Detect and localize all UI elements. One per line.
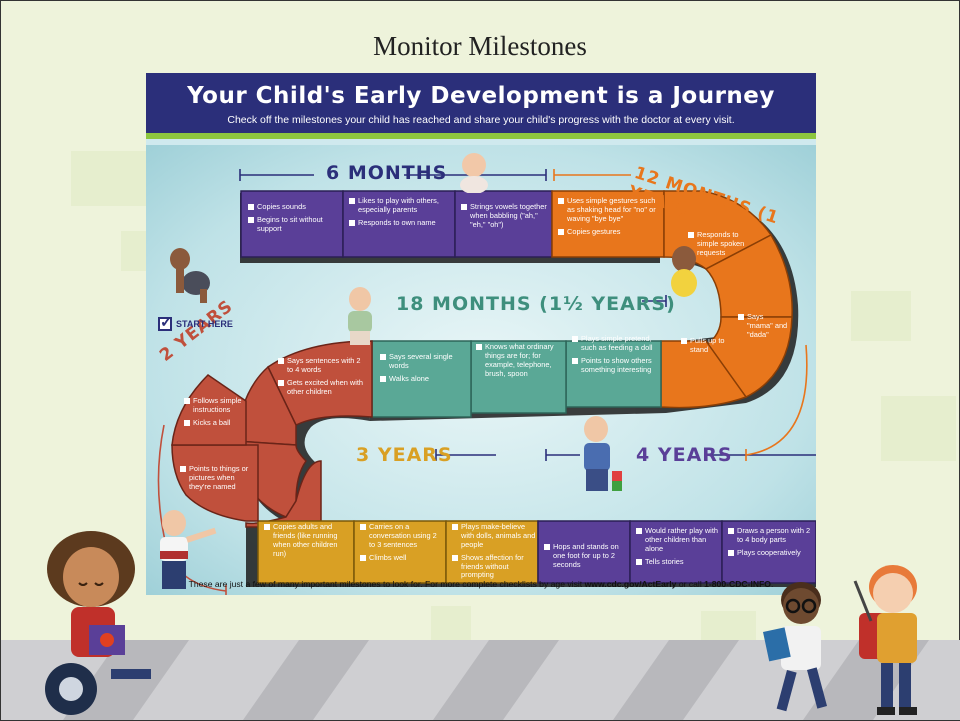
milestone-checkbox[interactable] — [461, 204, 467, 210]
milestone-checkbox[interactable] — [360, 524, 366, 530]
tile-4y-b: Would rather play with other children th… — [636, 526, 718, 571]
tile-12m-a: Uses simple gestures such as shaking hea… — [558, 196, 660, 241]
milestone-checkbox[interactable] — [248, 216, 254, 223]
cdc-phone: 1-800-CDC-INFO — [704, 579, 771, 589]
milestone-checkbox[interactable] — [572, 357, 578, 364]
tile-18m-c: Says several single words Walks alone — [380, 352, 462, 388]
cdc-link[interactable]: www.cdc.gov/ActEarly — [584, 579, 677, 589]
journey-track — [157, 169, 816, 595]
milestone-checkbox[interactable] — [728, 528, 734, 534]
poster-title: Your Child's Early Development is a Jour… — [187, 83, 775, 109]
track-3-years — [257, 520, 539, 584]
milestone-checkbox[interactable] — [728, 549, 734, 556]
checkbox-icon — [158, 313, 173, 331]
milestone-checkbox[interactable] — [180, 466, 186, 472]
poster-subtitle: Check off the milestones your child has … — [227, 114, 735, 126]
milestone-checkbox[interactable] — [558, 228, 564, 235]
tile-12m-d: Pulls up to stand — [681, 336, 733, 359]
milestone-checkbox[interactable] — [681, 338, 687, 344]
poster-footnote: These are just a few of many important m… — [188, 579, 774, 589]
slide-title: Monitor Milestones — [373, 31, 587, 61]
tile-12m-c: Says "mama" and "dada" — [738, 312, 790, 344]
milestone-checkbox[interactable] — [380, 375, 386, 382]
milestone-checkbox[interactable] — [248, 204, 254, 210]
tile-18m-a: Plays simple pretend, such as feeding a … — [572, 334, 658, 379]
track-18-months — [371, 340, 662, 418]
tile-12m-b: Responds to simple spoken requests — [688, 230, 750, 262]
age-label-6-months: 6 MONTHS — [326, 162, 448, 184]
track-6-months — [240, 190, 553, 258]
milestone-checkbox[interactable] — [184, 398, 190, 404]
boy-backpack-icon — [853, 565, 917, 715]
child-2-years-icon — [160, 510, 217, 589]
track-4-years — [537, 520, 816, 584]
milestone-checkbox[interactable] — [264, 524, 270, 530]
age-label-18-months: 18 MONTHS (1½ YEARS) — [396, 293, 676, 315]
milestone-checkbox[interactable] — [452, 554, 458, 561]
tile-6m-b: Likes to play with others, especially pa… — [349, 196, 449, 232]
journey-board: 6 MONTHS 12 MONTHS (1 YEAR) 18 MONTHS (1… — [146, 145, 816, 595]
tile-3y-c: Plays make-believe with dolls, animals a… — [452, 522, 536, 584]
start-here: START HERE — [158, 313, 233, 331]
girl-wheelchair-icon — [45, 531, 151, 715]
child-4-years-icon — [584, 416, 622, 491]
milestone-checkbox[interactable] — [452, 524, 458, 530]
start-here-label: START HERE — [176, 319, 233, 329]
milestone-checkbox[interactable] — [544, 544, 550, 550]
poster-header: Your Child's Early Development is a Jour… — [146, 73, 816, 139]
milestone-checkbox[interactable] — [476, 344, 482, 350]
age-label-4-years: 4 YEARS — [636, 444, 733, 466]
milestone-checkbox[interactable] — [360, 554, 366, 561]
tile-2y-a: Says sentences with 2 to 4 words Gets ex… — [278, 356, 366, 401]
milestone-checkbox[interactable] — [636, 558, 642, 565]
baby-crawling-icon — [170, 248, 210, 303]
tile-4y-a: Hops and stands on one foot for up to 2 … — [544, 542, 626, 574]
milestone-checkbox[interactable] — [278, 358, 284, 364]
tile-18m-b: Knows what ordinary things are for; for … — [476, 342, 562, 383]
age-label-3-years: 3 YEARS — [356, 444, 453, 466]
milestone-checkbox[interactable] — [349, 198, 355, 204]
tile-3y-a: Copies adults and friends (like running … — [264, 522, 350, 563]
toddler-18-months-icon — [348, 287, 372, 345]
tile-6m-c: Strings vowels together when babbling ("… — [461, 202, 547, 234]
milestone-checkbox[interactable] — [349, 219, 355, 226]
milestone-checkbox[interactable] — [278, 379, 284, 386]
milestone-checkbox[interactable] — [572, 336, 578, 342]
tile-6m-a: Copies sounds Begins to sit without supp… — [248, 202, 340, 238]
track-2-years — [235, 340, 373, 528]
milestone-checkbox[interactable] — [380, 354, 386, 360]
milestones-poster: Your Child's Early Development is a Jour… — [146, 73, 816, 595]
milestone-checkbox[interactable] — [738, 314, 744, 320]
milestone-checkbox[interactable] — [636, 528, 642, 534]
milestone-checkbox[interactable] — [184, 419, 190, 426]
milestone-checkbox[interactable] — [558, 198, 564, 204]
tile-2y-b: Follows simple instructions Kicks a ball — [184, 396, 252, 432]
baby-12-months-icon — [671, 246, 697, 297]
track-12-months — [551, 190, 793, 409]
tile-4y-c: Draws a person with 2 to 4 body parts Pl… — [728, 526, 812, 562]
milestone-checkbox[interactable] — [688, 232, 694, 238]
baby-6-months-icon — [460, 153, 488, 193]
tile-3y-b: Carries on a conversation using 2 to 3 s… — [360, 522, 442, 567]
boy-glasses-icon — [763, 582, 828, 712]
tile-2y-c: Points to things or pictures when they'r… — [180, 464, 254, 496]
